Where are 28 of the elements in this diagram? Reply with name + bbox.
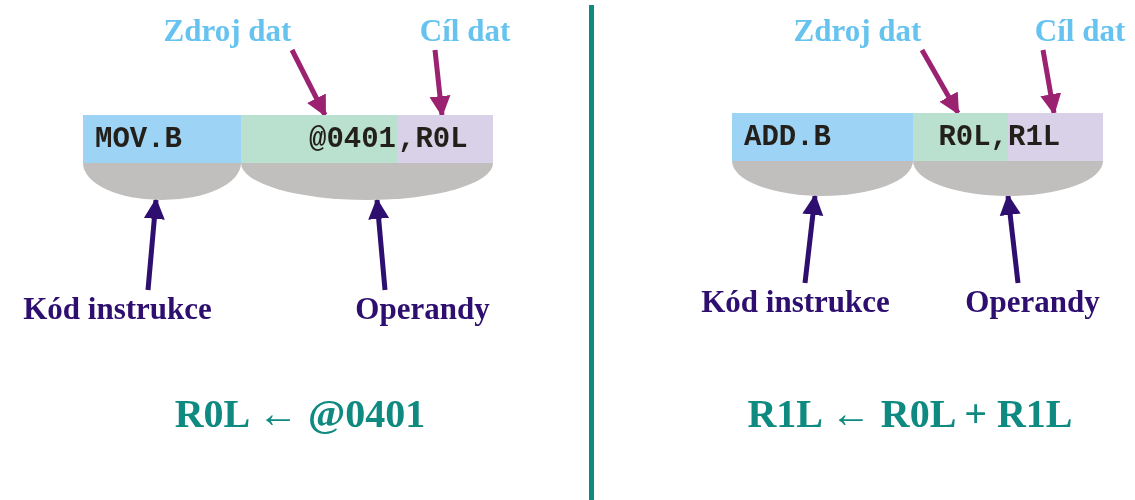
arrow (802, 193, 824, 284)
bracket-shape (241, 163, 493, 200)
arrow (289, 48, 328, 117)
operand-field: R1L (1008, 113, 1103, 161)
formula-text: R1L ← R0L + R1L (746, 390, 1074, 437)
operand-field: R0L, (913, 113, 1008, 161)
arrow (368, 197, 390, 291)
arrow (429, 49, 451, 118)
callout-label: Operandy (950, 283, 1115, 321)
bracket-shape (83, 163, 241, 200)
callout-label: Zdroj dat (150, 12, 305, 50)
arrow (999, 193, 1021, 284)
callout-label: Cíl dat (410, 12, 520, 50)
arrow (919, 48, 961, 115)
opcode-field: ADD.B (732, 113, 913, 161)
callout-label: Kód instrukce (683, 283, 908, 321)
arrow (143, 197, 165, 291)
callout-label: Operandy (340, 290, 505, 328)
formula-text: R0L ← @0401 (173, 390, 427, 437)
operand-field: ,R0L (398, 115, 493, 163)
operand-field: @0401 (241, 115, 398, 163)
callout-label: Zdroj dat (780, 12, 935, 50)
callout-label: Kód instrukce (5, 290, 230, 328)
bracket-shape (913, 161, 1103, 196)
callout-label: Cíl dat (1025, 12, 1135, 50)
bracket-shape (732, 161, 913, 196)
opcode-field: MOV.B (83, 115, 241, 163)
arrow (1040, 49, 1062, 116)
